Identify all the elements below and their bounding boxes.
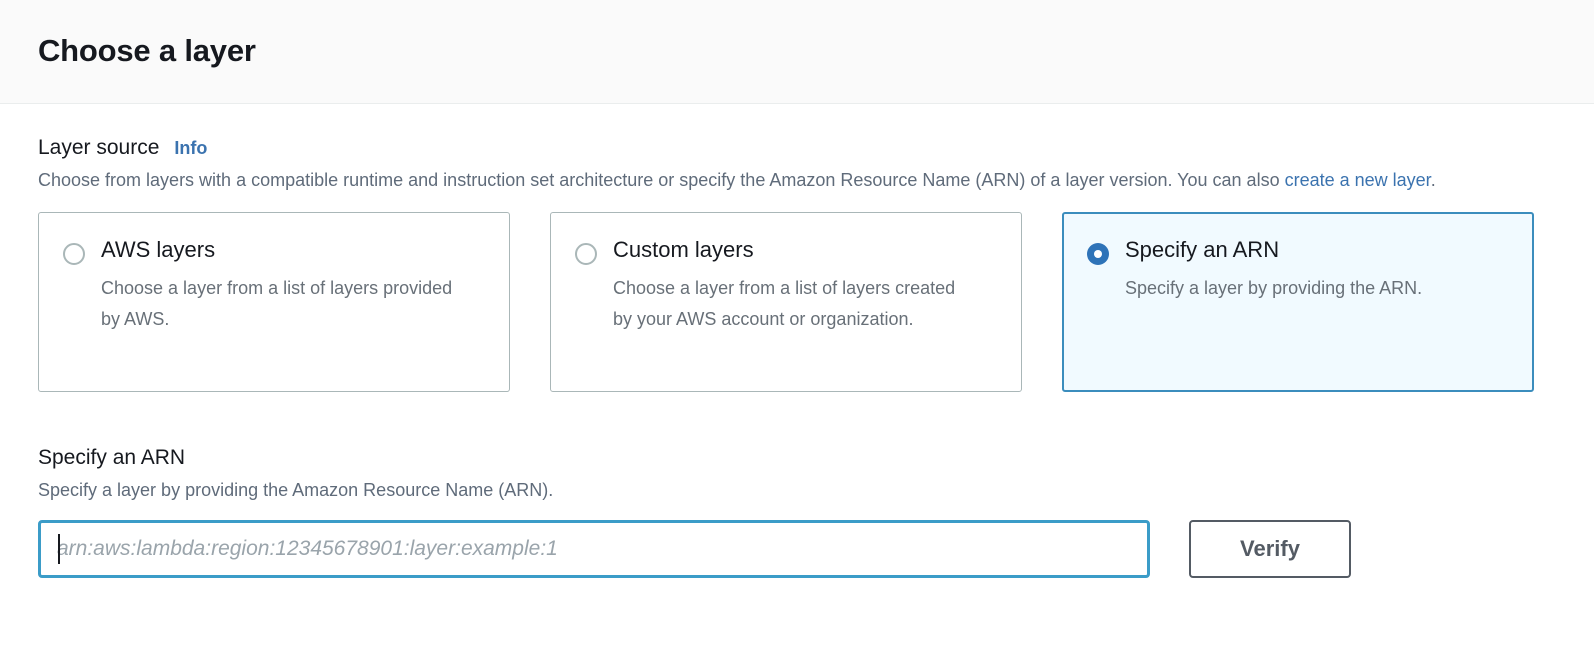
layer-source-label-row: Layer source Info [38, 134, 1556, 161]
info-link[interactable]: Info [174, 138, 208, 158]
radio-icon-aws-layers[interactable] [63, 243, 85, 266]
layer-source-options: AWS layers Choose a layer from a list of… [38, 212, 1556, 393]
layer-source-option-aws-layers[interactable]: AWS layers Choose a layer from a list of… [38, 212, 510, 393]
page-title: Choose a layer [38, 33, 256, 69]
layer-source-description: Choose from layers with a compatible run… [38, 165, 1498, 196]
specify-arn-input-row: Verify [38, 520, 1556, 579]
option-description: Choose a layer from a list of layers pro… [101, 277, 453, 329]
modal-body: Layer source Info Choose from layers wit… [0, 104, 1594, 666]
specify-arn-label: Specify an ARN [38, 446, 186, 470]
option-description: Choose a layer from a list of layers cre… [613, 277, 956, 329]
arn-input-wrapper [38, 520, 1150, 579]
option-title: Specify an ARN [1125, 237, 1280, 263]
layer-source-description-text: Choose from layers with a compatible run… [38, 170, 1285, 191]
layer-source-option-specify-arn-text: Specify an ARN Specify a layer by provid… [1125, 237, 1422, 369]
option-title: AWS layers [101, 237, 216, 263]
layer-source-option-specify-arn[interactable]: Specify an ARN Specify a layer by provid… [1062, 212, 1534, 393]
arn-input[interactable] [38, 520, 1150, 579]
text-caret-icon [58, 534, 60, 565]
specify-arn-description: Specify a layer by providing the Amazon … [38, 479, 554, 500]
layer-source-option-aws-layers-text: AWS layers Choose a layer from a list of… [101, 237, 461, 369]
verify-button[interactable]: Verify [1189, 520, 1351, 579]
layer-source-option-custom-layers-text: Custom layers Choose a layer from a list… [613, 237, 973, 369]
specify-arn-section: Specify an ARN Specify a layer by provid… [38, 444, 1556, 579]
option-description: Specify a layer by providing the ARN. [1125, 277, 1423, 298]
modal-header: Choose a layer [0, 0, 1594, 104]
layer-source-option-custom-layers[interactable]: Custom layers Choose a layer from a list… [550, 212, 1022, 393]
layer-source-description-suffix: . [1430, 170, 1436, 191]
radio-icon-custom-layers[interactable] [575, 243, 597, 266]
option-title: Custom layers [613, 237, 754, 263]
create-new-layer-link[interactable]: create a new layer [1284, 170, 1431, 191]
radio-icon-specify-arn[interactable] [1087, 243, 1109, 266]
layer-source-label: Layer source [38, 136, 160, 159]
